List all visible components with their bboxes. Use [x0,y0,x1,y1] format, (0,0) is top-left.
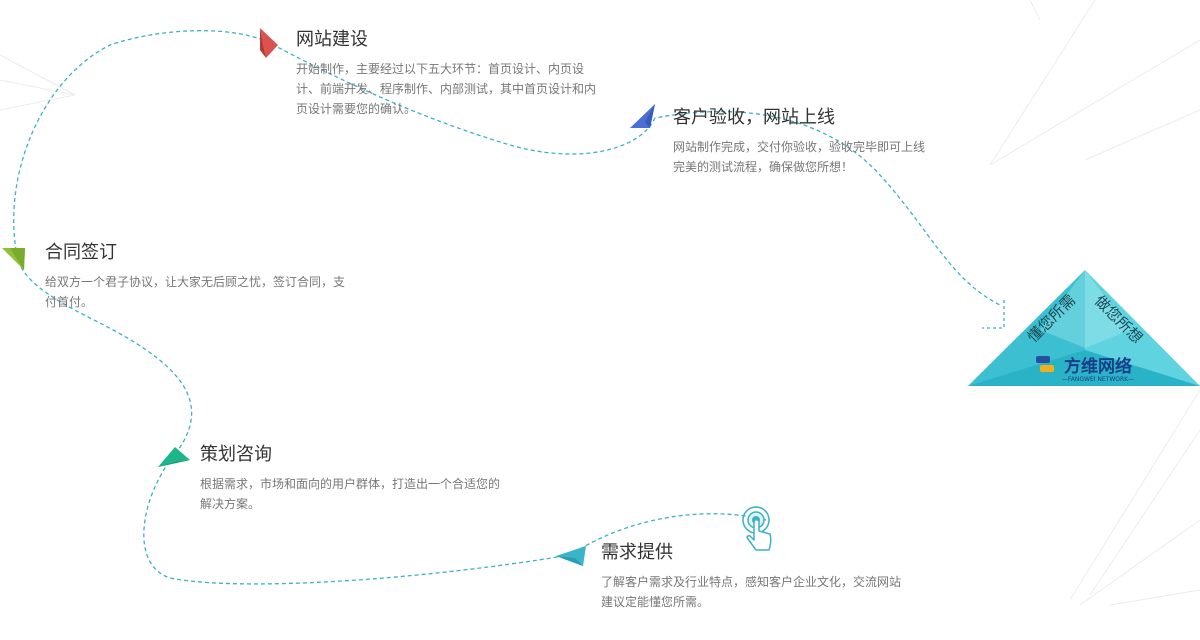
step-title: 策划咨询 [200,444,272,465]
build-arrow-icon [260,28,278,58]
pointer-hand-icon [742,506,772,551]
flow-end-bracket [982,300,1005,329]
pyramid-graphic [968,270,1200,386]
contract-arrow-icon [2,248,25,270]
accept-arrow-icon [630,104,655,128]
step-description: 了解客户需求及行业特点，感知客户企业文化，交流网站建议定能懂您所需。 [601,575,902,609]
step-requirements: 需求提供 了解客户需求及行业特点，感知客户企业文化，交流网站建议定能懂您所需。 [601,540,906,612]
step-planning-consulting: 策划咨询 根据需求，市场和面向的用户群体，打造出一个合适您的解决方案。 [200,442,505,514]
plan-arrow-icon [158,447,190,467]
step-website-build: 网站建设 开始制作，主要经过以下五大环节：首页设计、内页设计、前端开发、程序制作… [296,27,601,119]
background-decoration [0,0,1200,606]
step-title: 网站建设 [296,29,368,50]
step-acceptance-launch: 客户验收，网站上线 网站制作完成，交付你验收，验收完毕即可上线完美的测试流程，确… [673,105,933,177]
step-contract-signing: 合同签订 给双方一个君子协议，让大家无后顾之忧，签订合同，支付首付。 [45,240,350,312]
step-description: 给双方一个君子协议，让大家无后顾之忧，签订合同，支付首付。 [45,275,346,309]
step-title: 需求提供 [601,542,673,563]
fangwei-logo-icon [1036,356,1054,372]
step-description: 开始制作，主要经过以下五大环节：首页设计、内页设计、前端开发、程序制作、内部测试… [296,62,597,116]
brand-subtitle: —FANGWEI NETWORK— [1062,376,1134,383]
step-title: 客户验收，网站上线 [673,107,835,128]
needs-arrow-icon [556,546,586,566]
brand-name: 方维网络 [1064,356,1132,377]
step-title: 合同签订 [45,242,117,263]
step-description: 网站制作完成，交付你验收，验收完毕即可上线完美的测试流程，确保做您所想！ [673,140,926,174]
flow-path [13,30,1001,585]
step-description: 根据需求，市场和面向的用户群体，打造出一个合适您的解决方案。 [200,477,501,511]
